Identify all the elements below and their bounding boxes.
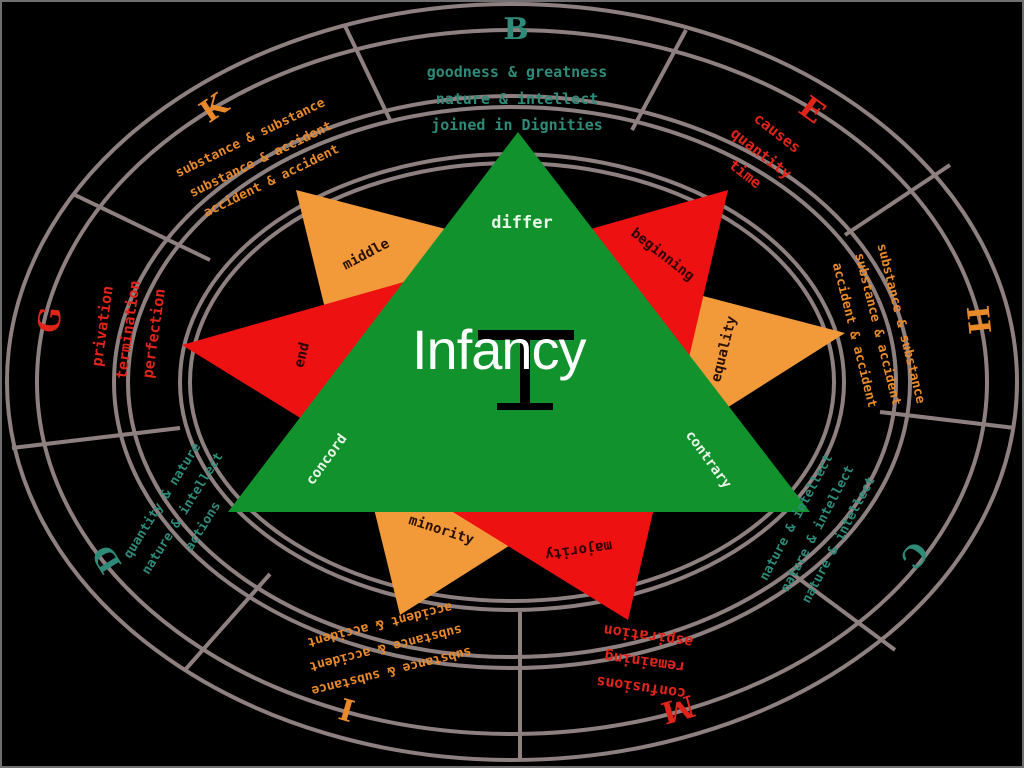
ring-divider (343, 25, 392, 121)
ring-divider (843, 163, 952, 237)
panel-g: privation termination perfection (88, 279, 169, 380)
outer-ring-inner-line (35, 28, 989, 736)
ring-divider (788, 570, 897, 652)
panel-line: joined in Dignities (431, 116, 603, 134)
green-triangle (228, 132, 810, 512)
star-group (182, 132, 845, 620)
ring-divider (879, 410, 1016, 430)
center-glyph-foot (497, 403, 553, 410)
ring-dividers (11, 25, 1016, 760)
outer-ring-group (5, 2, 1019, 762)
red-label: end (291, 341, 313, 369)
outer-letter: H (959, 304, 997, 336)
slide-title: Infancy (412, 318, 587, 381)
ring-divider (74, 193, 211, 262)
panel-m: confusions remaining aspiration (595, 621, 694, 703)
panel-line: goodness & greatness (427, 63, 608, 81)
outer-letter: B (503, 12, 528, 47)
green-label: differ (491, 213, 552, 233)
panel-b: goodness & greatness nature & intellect … (427, 63, 608, 134)
ring-divider (11, 426, 181, 450)
ring-divider (183, 572, 272, 672)
outer-ring (5, 2, 1019, 762)
middle-ring (112, 94, 912, 670)
outer-letter: G (32, 305, 69, 334)
middle-ring-inner-line (126, 105, 898, 659)
ring-divider (630, 29, 688, 131)
center-glyph-stem (520, 330, 530, 410)
panel-line: nature & intellect (436, 90, 599, 108)
